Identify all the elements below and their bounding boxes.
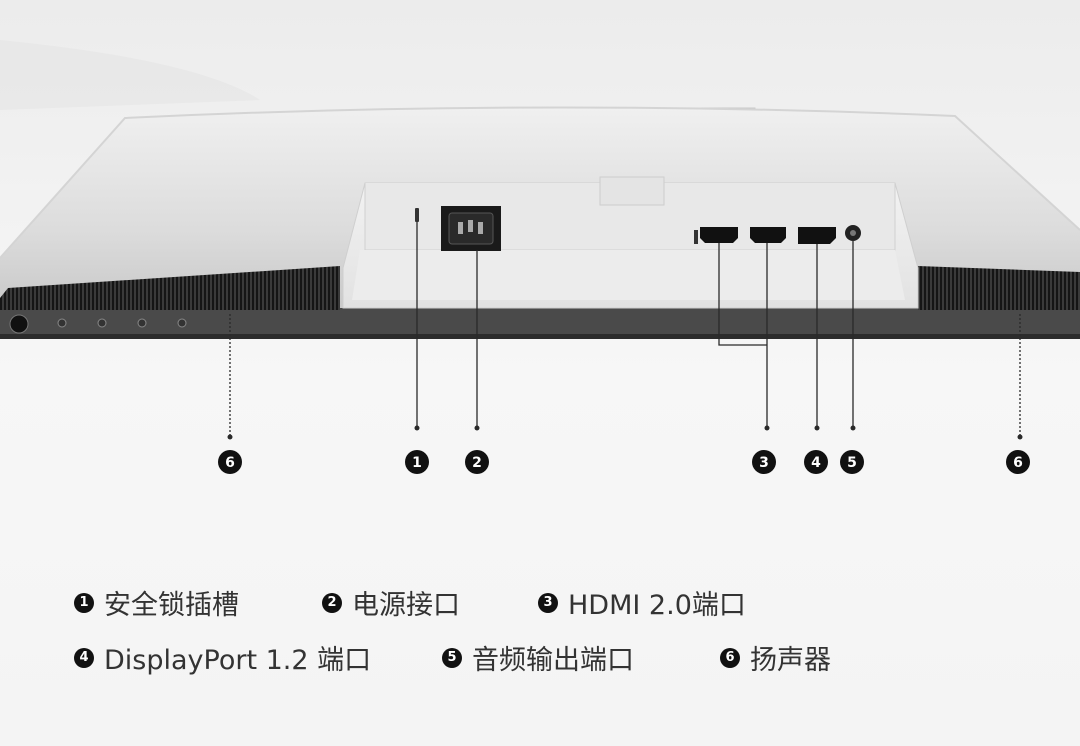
callout-badge: 2 [465, 450, 489, 474]
svg-text:5: 5 [847, 455, 857, 471]
port-recess [342, 176, 919, 309]
hdmi-ports [694, 227, 786, 244]
callout-badge: 6 [1006, 450, 1030, 474]
svg-text:6: 6 [1013, 455, 1023, 471]
joystick-icon [9, 314, 29, 334]
leader-endpoints [227, 425, 1023, 440]
svg-text:3: 3 [759, 455, 769, 471]
svg-text:2: 2 [472, 455, 482, 471]
svg-text:1: 1 [412, 455, 422, 471]
audio-out [845, 225, 861, 241]
control-buttons [9, 314, 187, 334]
svg-text:6: 6 [225, 455, 235, 471]
security-lock-slot [415, 208, 419, 222]
callout-badge: 5 [840, 450, 864, 474]
displayport [798, 227, 836, 244]
leader-lines [229, 222, 1021, 438]
speaker-left [0, 266, 340, 310]
speaker-right [918, 266, 1080, 310]
callout-badge: 4 [804, 450, 828, 474]
callout-badge: 1 [405, 450, 429, 474]
callout-badge: 6 [218, 450, 242, 474]
power-connector [441, 206, 501, 251]
callout-badge: 3 [752, 450, 776, 474]
svg-text:4: 4 [811, 455, 821, 471]
